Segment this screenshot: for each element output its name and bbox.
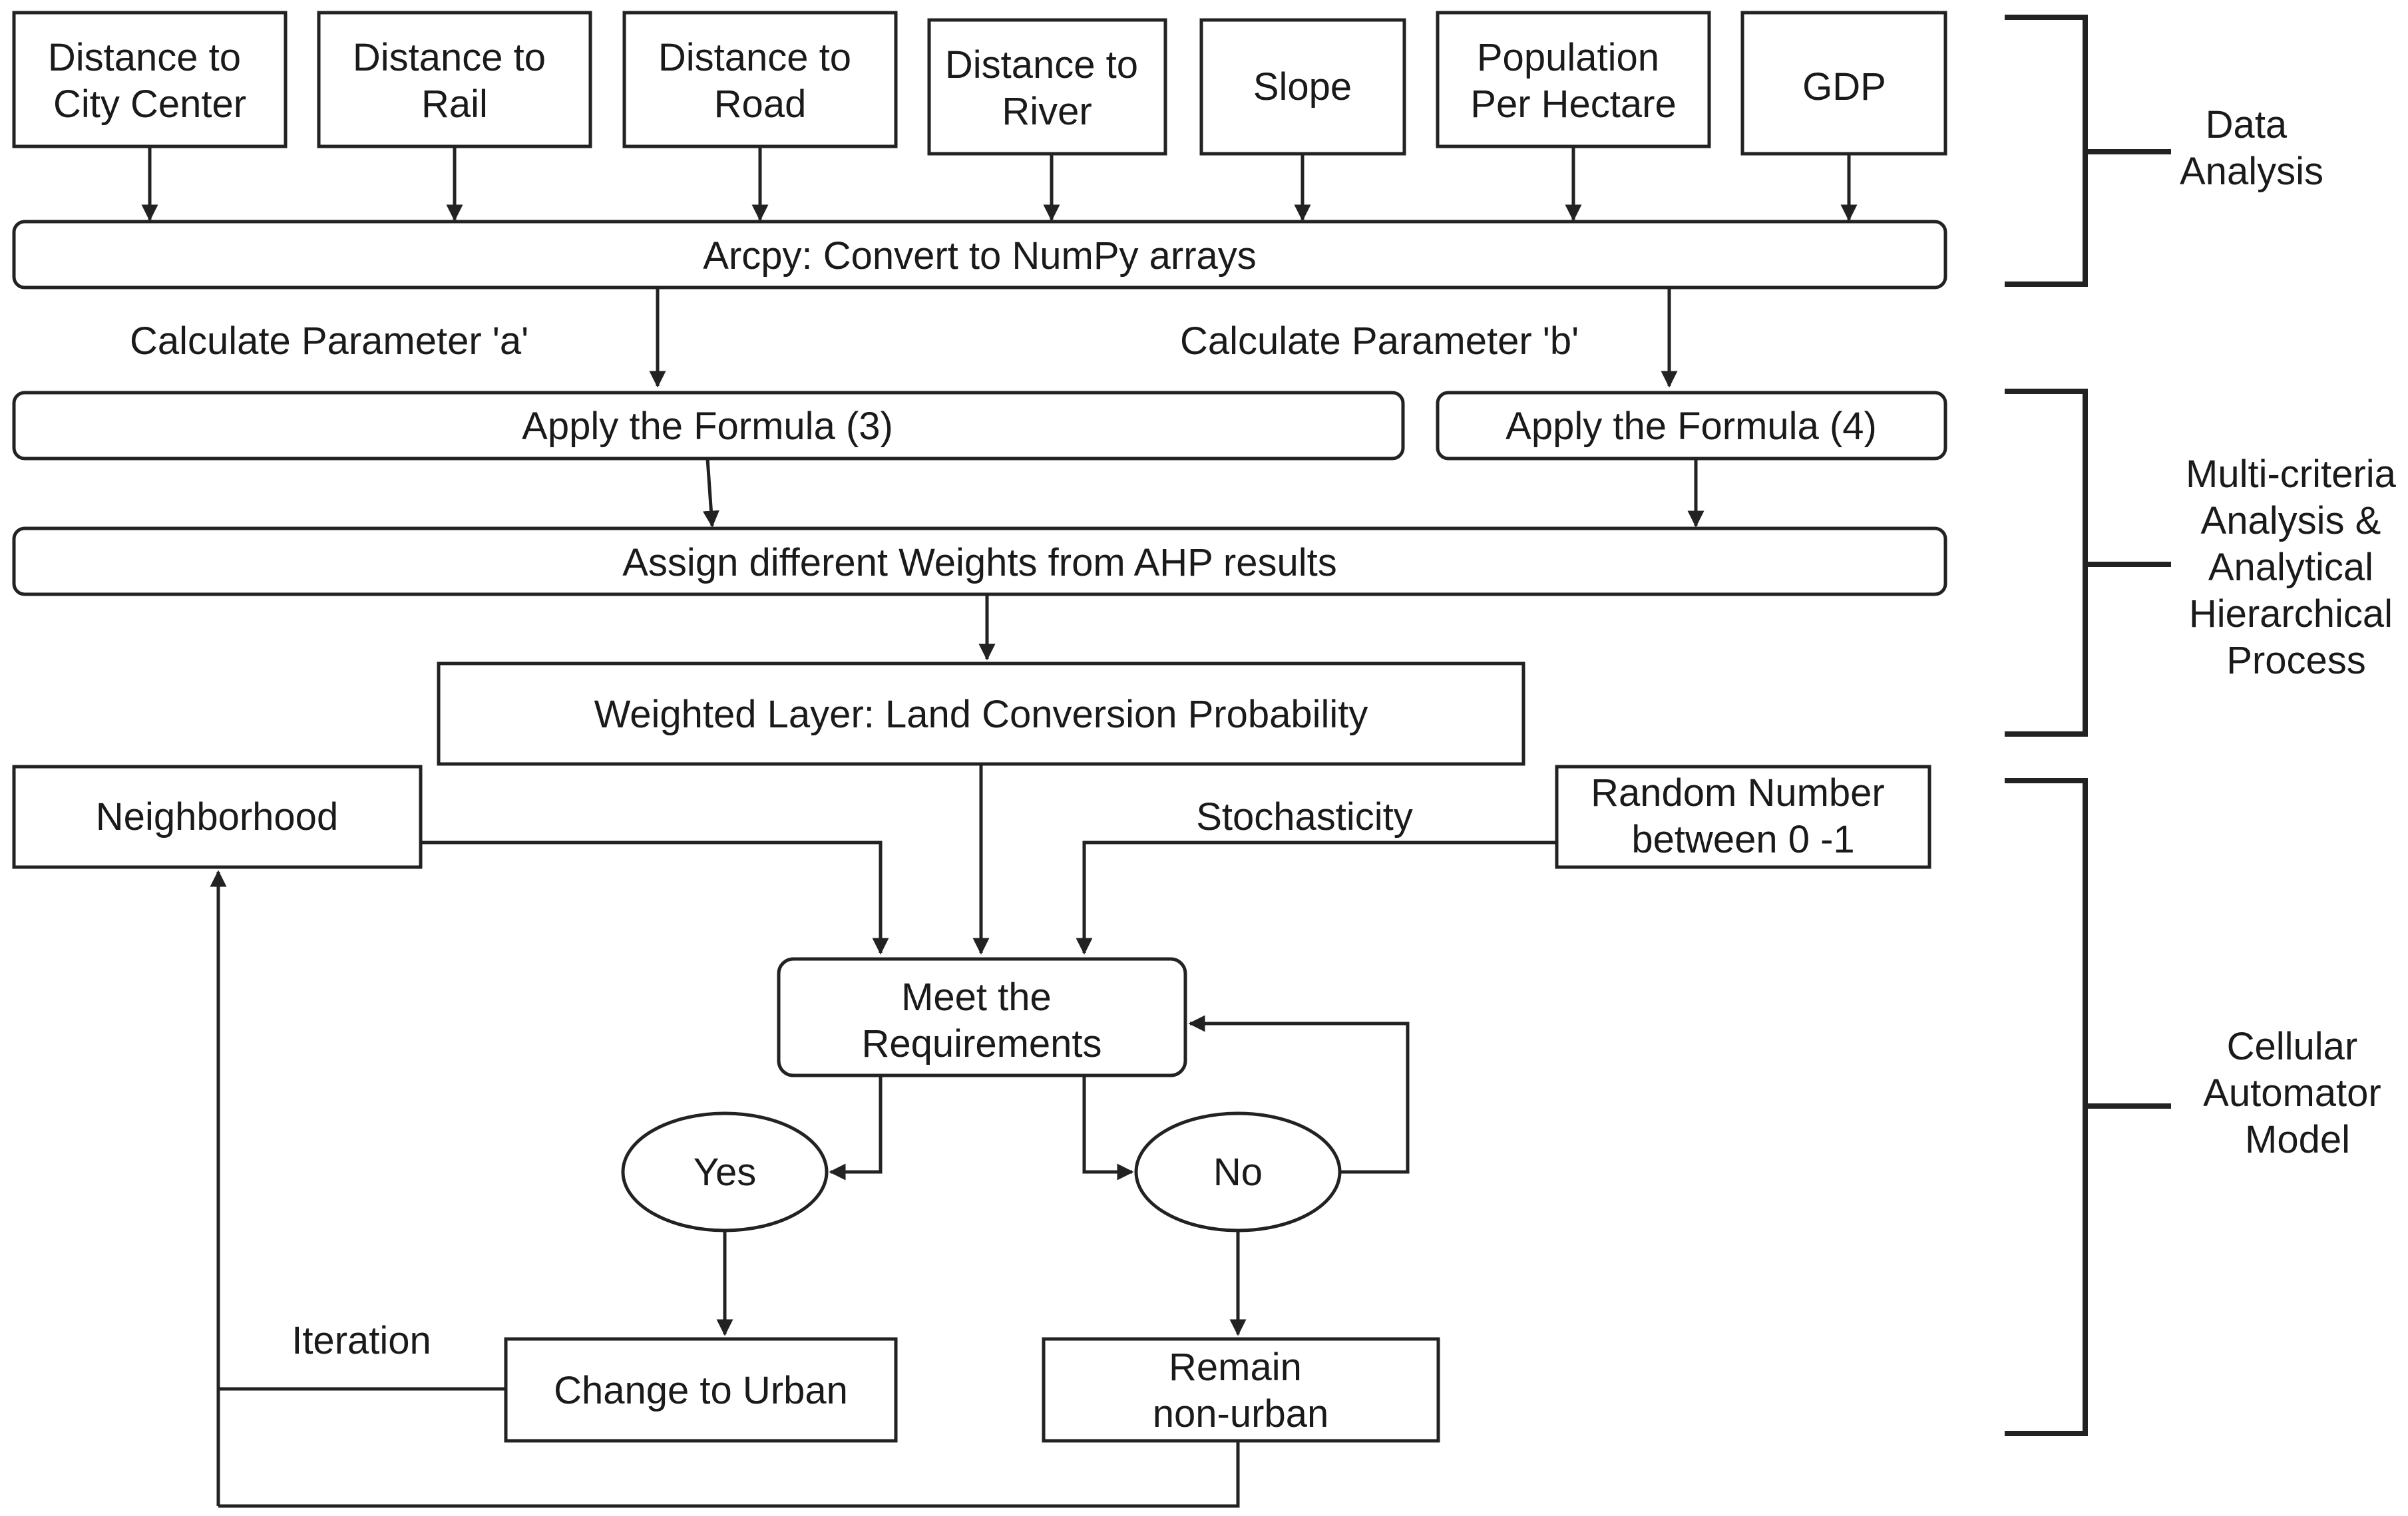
input-label-slope: Slope (1253, 65, 1352, 108)
neighborhood-label: Neighborhood (96, 795, 338, 839)
weighted-layer-box (437, 662, 1525, 766)
arrow-random-to-requirements (1076, 841, 1557, 955)
stage-label-mca: Multi-criteria Analysis & Analytical Hie… (2186, 453, 2407, 682)
formula4-box (1436, 391, 1947, 461)
arrow-neighborhood-to-requirements (421, 841, 889, 955)
no-label: No (1213, 1151, 1263, 1194)
input-box-rail (317, 11, 592, 148)
stage-label-data-analysis: Data Analysis (2180, 103, 2323, 193)
param-b-label: Calculate Parameter 'b' (1180, 319, 1579, 363)
formula4-label: Apply the Formula (4) (1505, 405, 1877, 448)
neighborhood-box (12, 765, 423, 869)
yes-label: Yes (694, 1151, 757, 1194)
stochasticity-label: Stochasticity (1196, 795, 1413, 839)
change-urban-label: Change to Urban (554, 1369, 848, 1412)
arrow-no-loop-to-requirements (1188, 1015, 1410, 1174)
iteration-label: Iteration (292, 1319, 431, 1362)
input-box-slope (1199, 18, 1406, 156)
arrow-formula3-to-weights (702, 458, 719, 528)
arrow-requirements-to-no (1082, 1075, 1134, 1181)
input-label-city-center: Distance to City Center (48, 36, 252, 126)
random-number-label: Random Number between 0 -1 (1591, 771, 1896, 861)
input-label-road: Distance to Road (658, 36, 862, 126)
bracket-ca (2005, 778, 2171, 1436)
weights-label: Assign different Weights from AHP result… (622, 541, 1336, 584)
input-box-gdp (1740, 11, 1947, 156)
input-box-city-center (12, 11, 288, 148)
random-number-box (1555, 765, 1931, 869)
line-remain-to-loop (218, 1441, 1240, 1508)
remain-box (1042, 1337, 1440, 1443)
bracket-mca (2005, 389, 2171, 737)
remain-label: Remain non-urban (1153, 1346, 1328, 1435)
input-label-rail: Distance to Rail (353, 36, 556, 126)
stage-label-ca: Cellular Automator Model (2203, 1025, 2392, 1161)
convert-label: Arcpy: Convert to NumPy arrays (703, 234, 1257, 278)
input-label-river: Distance to River (945, 43, 1149, 133)
input-box-road (622, 11, 898, 148)
param-a-label: Calculate Parameter 'a' (130, 319, 528, 363)
bracket-data-analysis (2005, 15, 2171, 287)
input-box-population (1436, 11, 1711, 148)
input-label-population: Population Per Hectare (1470, 36, 1676, 126)
weighted-layer-label: Weighted Layer: Land Conversion Probabil… (594, 693, 1368, 736)
requirements-label: Meet the Requirements (861, 976, 1102, 1065)
input-label-gdp: GDP (1802, 65, 1886, 108)
weights-box (12, 526, 1947, 596)
convert-box (12, 220, 1947, 289)
input-box-river (927, 18, 1167, 156)
requirements-box (777, 957, 1187, 1077)
formula3-label: Apply the Formula (3) (522, 405, 893, 448)
arrow-requirements-to-yes (829, 1075, 883, 1181)
